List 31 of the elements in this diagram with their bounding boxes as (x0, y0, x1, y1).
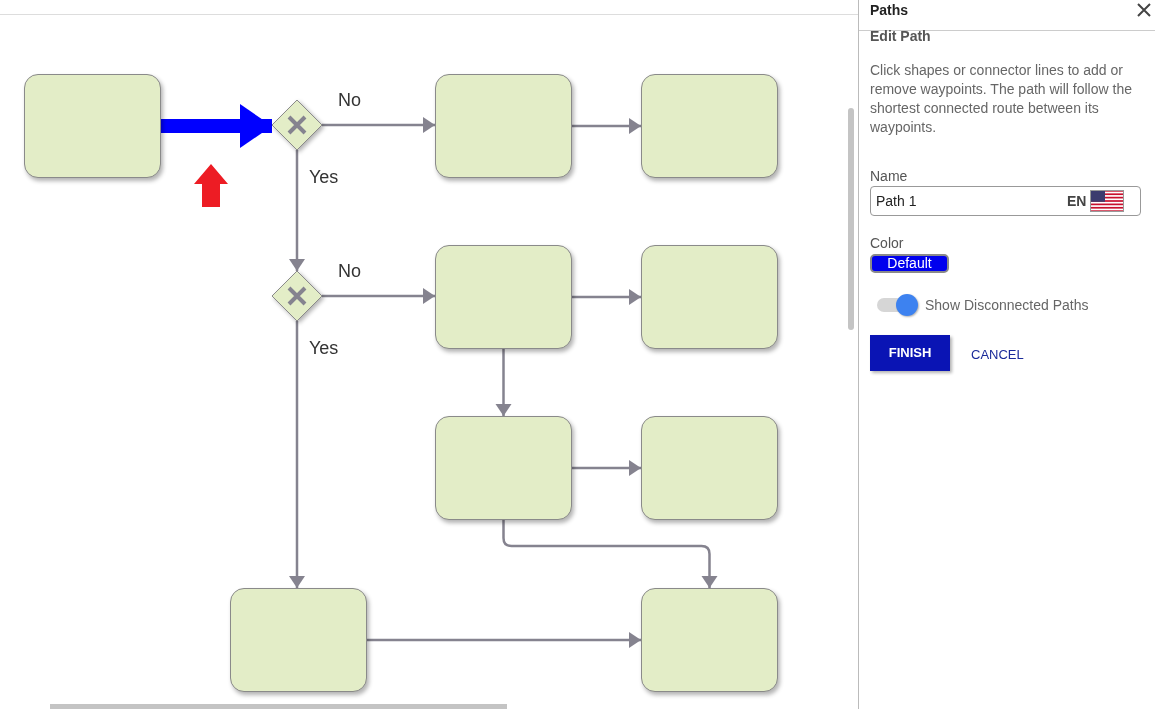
process-box (641, 74, 778, 178)
language-code: EN (1067, 193, 1087, 209)
process-box (641, 416, 778, 520)
finish-button: FINISH (870, 335, 950, 371)
arrow (572, 289, 641, 305)
arrow (495, 349, 512, 416)
arrow (572, 118, 641, 134)
process-box (435, 416, 572, 520)
process-box (230, 588, 367, 692)
arrow (322, 288, 435, 304)
arrow (289, 321, 305, 588)
arrow (289, 150, 305, 271)
process-box (435, 74, 572, 178)
color-button: Default (870, 254, 949, 273)
process-box (641, 245, 778, 349)
field-text: Path 1 (876, 193, 917, 209)
panel-title: Paths (870, 2, 909, 18)
arrow (502, 520, 718, 588)
section-heading: Edit Path (870, 28, 931, 44)
field-label: Name (870, 168, 908, 184)
arrow (322, 117, 435, 133)
arrow (572, 460, 641, 476)
process-box (435, 245, 572, 349)
arrow (161, 104, 272, 148)
arrow (367, 632, 641, 648)
help-text: Click shapes or connector lines to add or remove waypoints. The path will follow the shortest connected route between its waypoints. (870, 61, 1133, 137)
process-box (641, 588, 778, 692)
process-box (24, 74, 161, 178)
toggle-label: Show Disconnected Paths (925, 297, 1089, 313)
cancel-link: CANCEL (971, 347, 1024, 362)
field-label: Color (870, 235, 904, 251)
